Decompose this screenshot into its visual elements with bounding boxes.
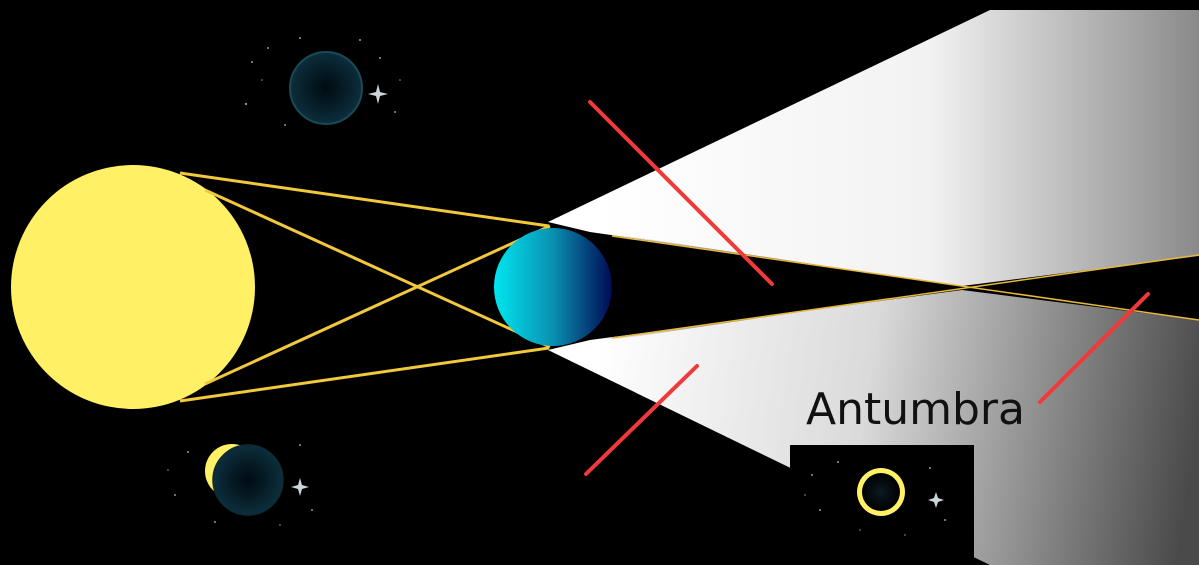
pointer-umbra	[588, 100, 774, 286]
partial-eclipse-view	[167, 444, 313, 526]
total-eclipse-view	[244, 37, 401, 126]
pointer-penumbra	[584, 364, 699, 476]
starfield-top	[244, 37, 401, 126]
star-sparkle-icon	[928, 492, 944, 508]
star-sparkle-icon	[368, 84, 388, 104]
extended-rays	[611, 235, 1199, 339]
outer-ray-top	[179, 171, 550, 228]
umbra-apex-ray-up	[611, 235, 1199, 321]
penumbra-lower-region	[548, 290, 1199, 565]
penumbra-upper-region	[548, 10, 1199, 286]
planet-icon	[494, 228, 612, 346]
umbra-apex-ray-down	[611, 254, 1199, 339]
partial-eclipse-icon	[212, 444, 284, 516]
total-eclipse-icon	[289, 51, 363, 125]
outer-ray-bottom	[179, 346, 550, 403]
pointer-antumbra	[1038, 292, 1150, 404]
antumbra-label: Antumbra	[806, 384, 1025, 435]
starfield-bottom-left	[167, 444, 313, 526]
star-sparkle-icon	[291, 478, 309, 496]
tangent-rays	[179, 171, 551, 403]
umbra-core	[600, 250, 965, 326]
sun-icon	[11, 165, 255, 409]
starfield-annular	[804, 461, 946, 536]
annular-eclipse-view	[790, 445, 974, 565]
inner-ray-up	[204, 224, 551, 386]
pointer-lines	[584, 100, 1150, 476]
inner-ray-down	[204, 188, 551, 349]
annular-eclipse-icon	[862, 473, 900, 511]
